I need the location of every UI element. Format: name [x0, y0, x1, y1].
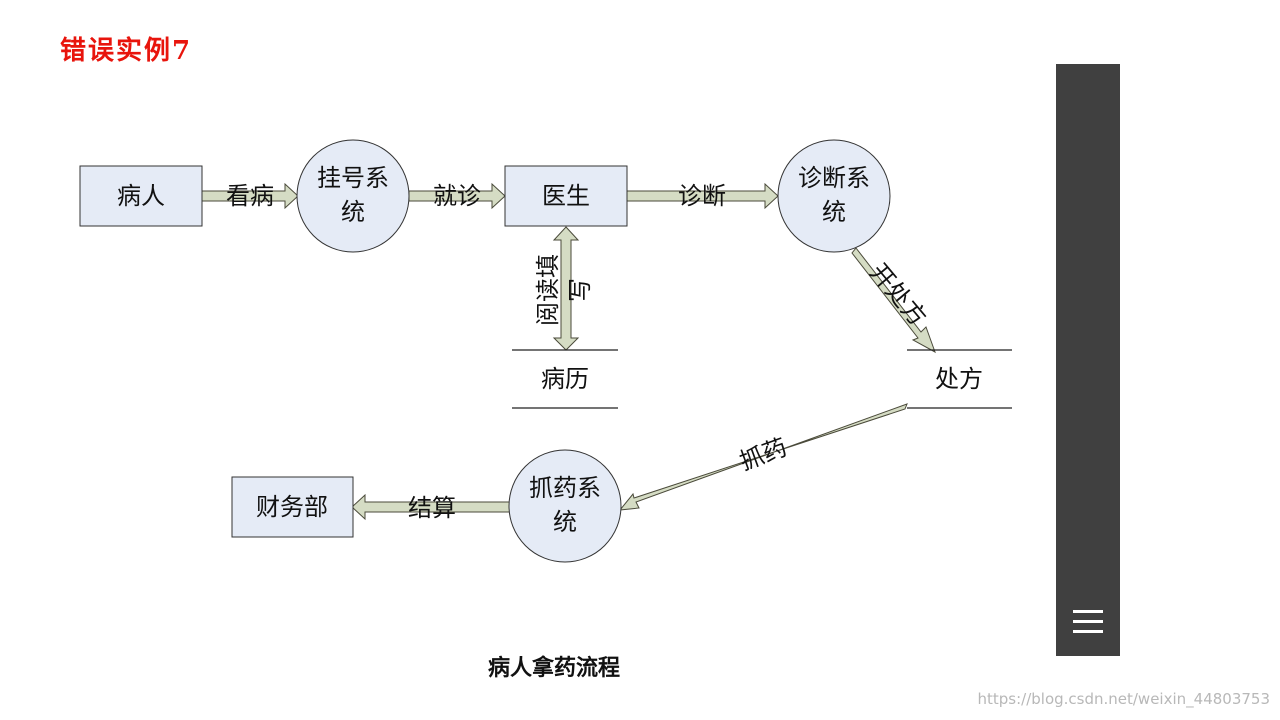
flow-label-settle: 结算 — [408, 494, 456, 522]
hamburger-menu-icon[interactable] — [1073, 610, 1103, 636]
flow-label-read-write: 阅读填 写 — [534, 254, 594, 326]
flow-arrow-see-doctor — [201, 182, 299, 210]
process-dispensing: 抓药系 统 — [508, 449, 622, 563]
flow-label-diagnose: 诊断 — [678, 182, 726, 210]
flow-arrow-diagnose — [626, 182, 779, 210]
flow-arrow-consult — [408, 182, 506, 210]
flow-arrow-settle — [351, 493, 511, 521]
entity-doctor-label: 医生 — [542, 182, 590, 210]
store-medical-record-label: 病历 — [541, 365, 589, 393]
entity-finance: 财务部 — [231, 476, 354, 538]
process-diagnosis-line2: 统 — [822, 198, 846, 226]
process-diagnosis-line1: 诊断系 — [798, 164, 870, 192]
entity-doctor: 医生 — [504, 165, 628, 227]
store-prescription: 处方 — [907, 349, 1012, 409]
flow-label-read-write-line2: 写 — [566, 278, 594, 302]
process-registration: 挂号系 统 — [296, 139, 410, 253]
flow-arrow-prescribe — [851, 247, 936, 354]
process-diagnosis: 诊断系 统 — [777, 139, 891, 253]
flow-arrow-fetch-medicine — [618, 403, 908, 511]
side-panel — [1056, 64, 1120, 656]
entity-patient: 病人 — [79, 165, 203, 227]
watermark: https://blog.csdn.net/weixin_44803753 — [977, 690, 1270, 708]
entity-patient-label: 病人 — [117, 182, 165, 210]
process-dispensing-line1: 抓药系 — [529, 474, 601, 502]
process-dispensing-line2: 统 — [553, 508, 577, 536]
flow-label-consult: 就诊 — [433, 182, 481, 210]
flow-label-see-doctor: 看病 — [226, 182, 274, 210]
flow-label-fetch-medicine: 抓药 — [736, 433, 791, 476]
entity-finance-label: 财务部 — [256, 493, 328, 521]
flow-label-prescribe: 开处方 — [864, 258, 932, 331]
process-registration-line1: 挂号系 — [317, 164, 389, 192]
store-prescription-label: 处方 — [935, 365, 983, 393]
flow-label-read-write-line1: 阅读填 — [534, 254, 562, 326]
store-medical-record: 病历 — [512, 349, 618, 409]
process-registration-line2: 统 — [341, 198, 365, 226]
slide-title: 错误实例7 — [60, 36, 193, 66]
diagram-caption: 病人拿药流程 — [488, 656, 621, 681]
